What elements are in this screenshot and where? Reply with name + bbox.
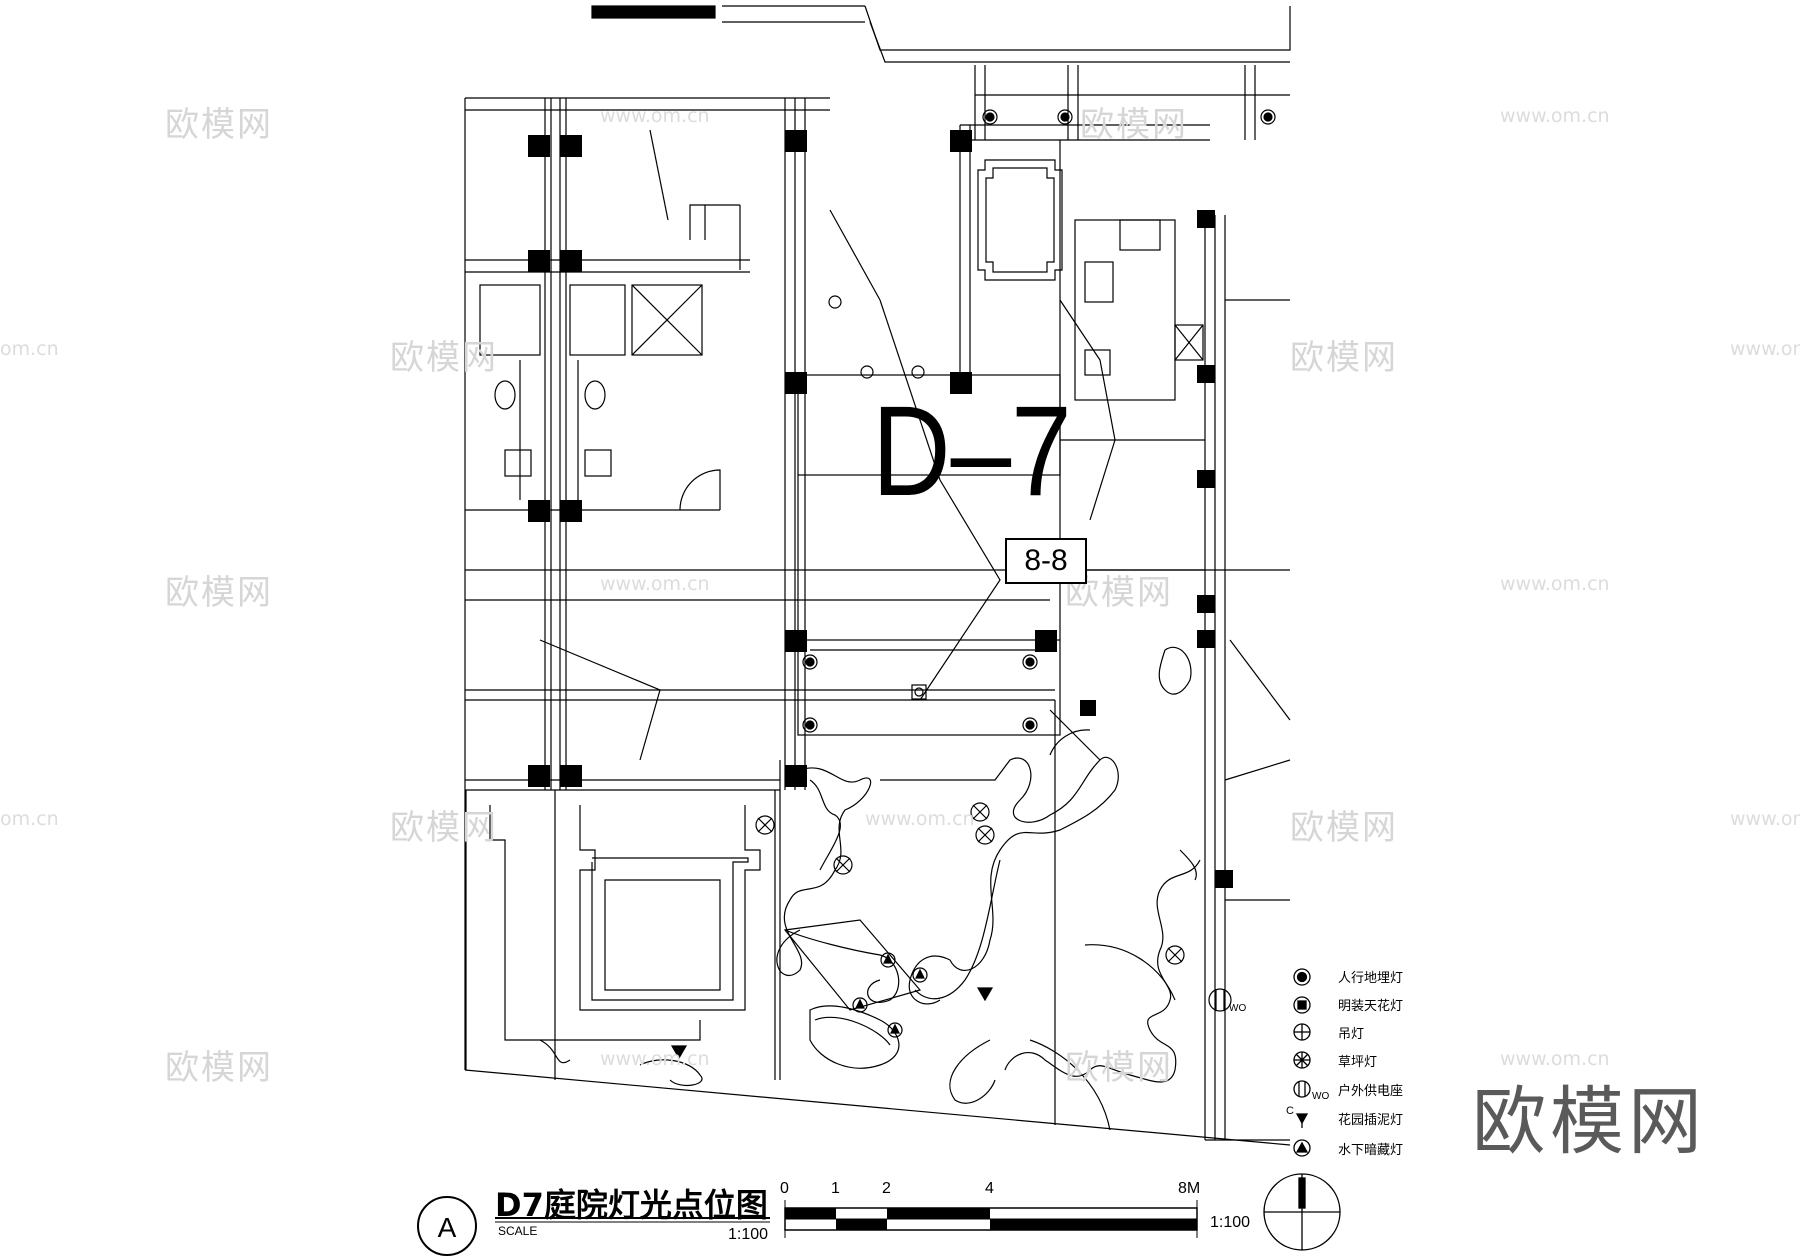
legend-item: 花园插泥灯 C bbox=[1286, 1105, 1490, 1129]
legend-label: 花园插泥灯 bbox=[1338, 1113, 1404, 1128]
watermark-brand: 欧模网 bbox=[390, 808, 498, 848]
watermark-url: www.om.cn bbox=[1500, 105, 1610, 127]
section-label: 8-8 bbox=[1005, 538, 1087, 584]
scale-tick-label: 8M bbox=[1178, 1180, 1201, 1197]
watermark-brand: 欧模网 bbox=[165, 573, 273, 613]
legend-label: 户外供电座 bbox=[1338, 1084, 1404, 1099]
legend-item: 水下暗藏灯 bbox=[1290, 1137, 1490, 1159]
watermark-url: om.cn bbox=[0, 338, 59, 360]
watermark-url: om.cn bbox=[0, 808, 59, 830]
legend-socket-code: WO bbox=[1312, 1091, 1330, 1102]
legend-item: 户外供电座 WO bbox=[1290, 1078, 1490, 1102]
legend-item: 草坪灯 bbox=[1290, 1049, 1490, 1071]
watermark-url: www.om.cn bbox=[865, 808, 975, 830]
legend-label: 明装天花灯 bbox=[1338, 999, 1404, 1014]
north-arrow-icon bbox=[1263, 1173, 1341, 1251]
drawing-title: D7庭院灯光点位图 bbox=[495, 1186, 768, 1224]
watermark-brand: 欧模网 bbox=[165, 105, 273, 145]
unit-label: D–7 bbox=[872, 380, 1072, 523]
legend-item: 吊灯 bbox=[1290, 1021, 1490, 1043]
watermark-brand: 欧模网 bbox=[1065, 1048, 1173, 1088]
legend-spike-code: C bbox=[1286, 1105, 1294, 1117]
socket-code-label: WO bbox=[1229, 1003, 1247, 1014]
brand-logo: 欧模网 bbox=[1472, 1079, 1706, 1165]
legend-label: 吊灯 bbox=[1338, 1027, 1365, 1042]
legend-label: 人行地埋灯 bbox=[1338, 971, 1404, 986]
watermark-url: www.om.cn bbox=[1730, 338, 1800, 360]
scale-tick-label: 2 bbox=[882, 1180, 891, 1197]
legend-item: 人行地埋灯 bbox=[1290, 965, 1490, 987]
scale-tick-label: 0 bbox=[780, 1180, 789, 1197]
watermark-url: www.om.cn bbox=[1730, 808, 1800, 830]
watermark-brand: 欧模网 bbox=[165, 1048, 273, 1088]
legend-label: 水下暗藏灯 bbox=[1338, 1143, 1404, 1158]
watermark-url: www.om.cn bbox=[600, 1048, 710, 1070]
watermark-url: www.om.cn bbox=[1500, 573, 1610, 595]
scale-word: SCALE bbox=[498, 1224, 538, 1238]
legend-item: 明装天花灯 bbox=[1290, 993, 1490, 1015]
legend-label: 草坪灯 bbox=[1338, 1055, 1378, 1070]
title-scale: 1:100 bbox=[728, 1226, 769, 1243]
watermark-url: www.om.cn bbox=[600, 105, 710, 127]
watermark-brand: 欧模网 bbox=[1290, 338, 1398, 378]
bar-scale-label: 1:100 bbox=[1210, 1214, 1251, 1231]
watermark-url: www.om.cn bbox=[1500, 1048, 1610, 1070]
watermark-url: www.om.cn bbox=[600, 573, 710, 595]
watermark-brand: 欧模网 bbox=[1080, 105, 1188, 145]
scale-tick-label: 4 bbox=[985, 1180, 994, 1197]
title-marker: A bbox=[417, 1196, 477, 1256]
watermark-brand: 欧模网 bbox=[1290, 808, 1398, 848]
scale-tick-label: 1 bbox=[831, 1180, 840, 1197]
watermark-brand: 欧模网 bbox=[390, 338, 498, 378]
